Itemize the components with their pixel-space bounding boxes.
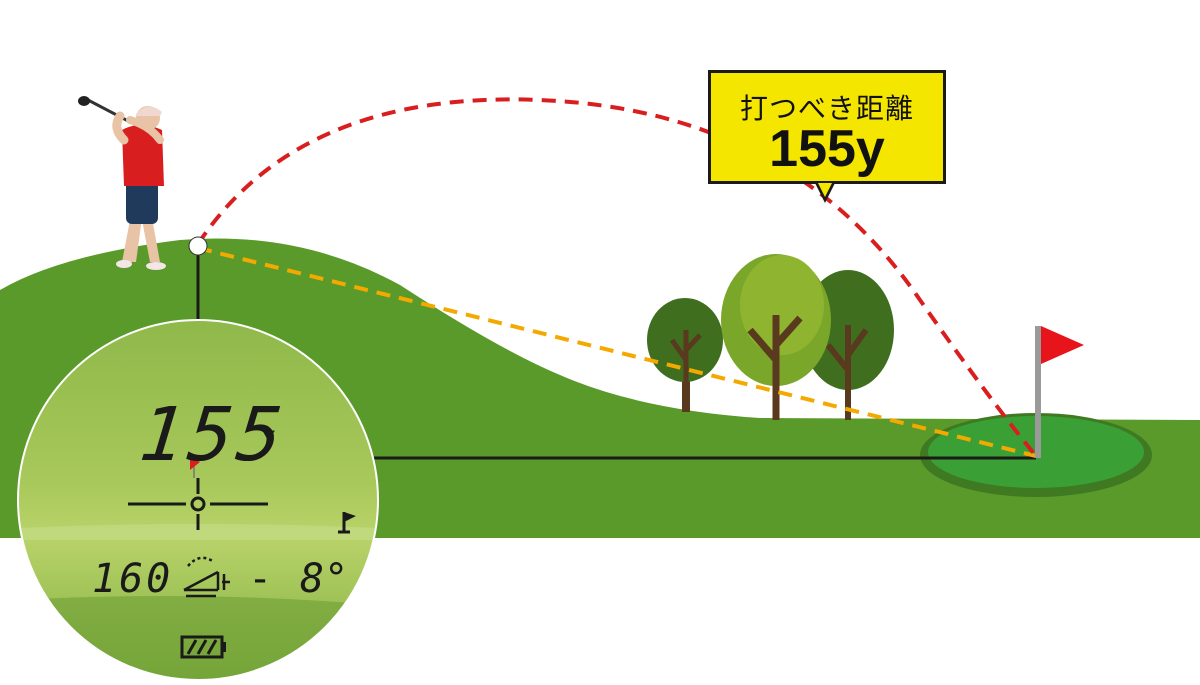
distant-flag-icon — [190, 455, 200, 478]
battery-icon — [180, 635, 226, 659]
slope-distance-readout: 160 — [92, 556, 174, 602]
line-of-sight — [197, 246, 1037, 458]
crosshair-icon — [128, 478, 268, 530]
tree-center — [721, 254, 831, 420]
flag-icon — [1041, 326, 1084, 364]
slope-mode-icon — [183, 556, 230, 598]
callout-tail-inner — [818, 183, 832, 197]
callout-value: 155y — [769, 120, 885, 178]
flight-path-arc — [196, 97, 1038, 458]
callout-label: 打つべき距離 — [739, 92, 914, 125]
golf-ball — [188, 236, 208, 256]
pin-lock-icon — [338, 512, 356, 534]
angle-readout: 8° — [300, 556, 349, 602]
distance-callout: 打つべき距離 155y — [708, 70, 946, 203]
rangefinder-view — [18, 320, 378, 680]
tree-left — [647, 298, 723, 412]
rangefinder-lens-rim — [17, 319, 379, 681]
golfer — [78, 96, 166, 270]
distance-unit: Y — [262, 428, 276, 453]
angle-sign: - — [248, 556, 273, 602]
